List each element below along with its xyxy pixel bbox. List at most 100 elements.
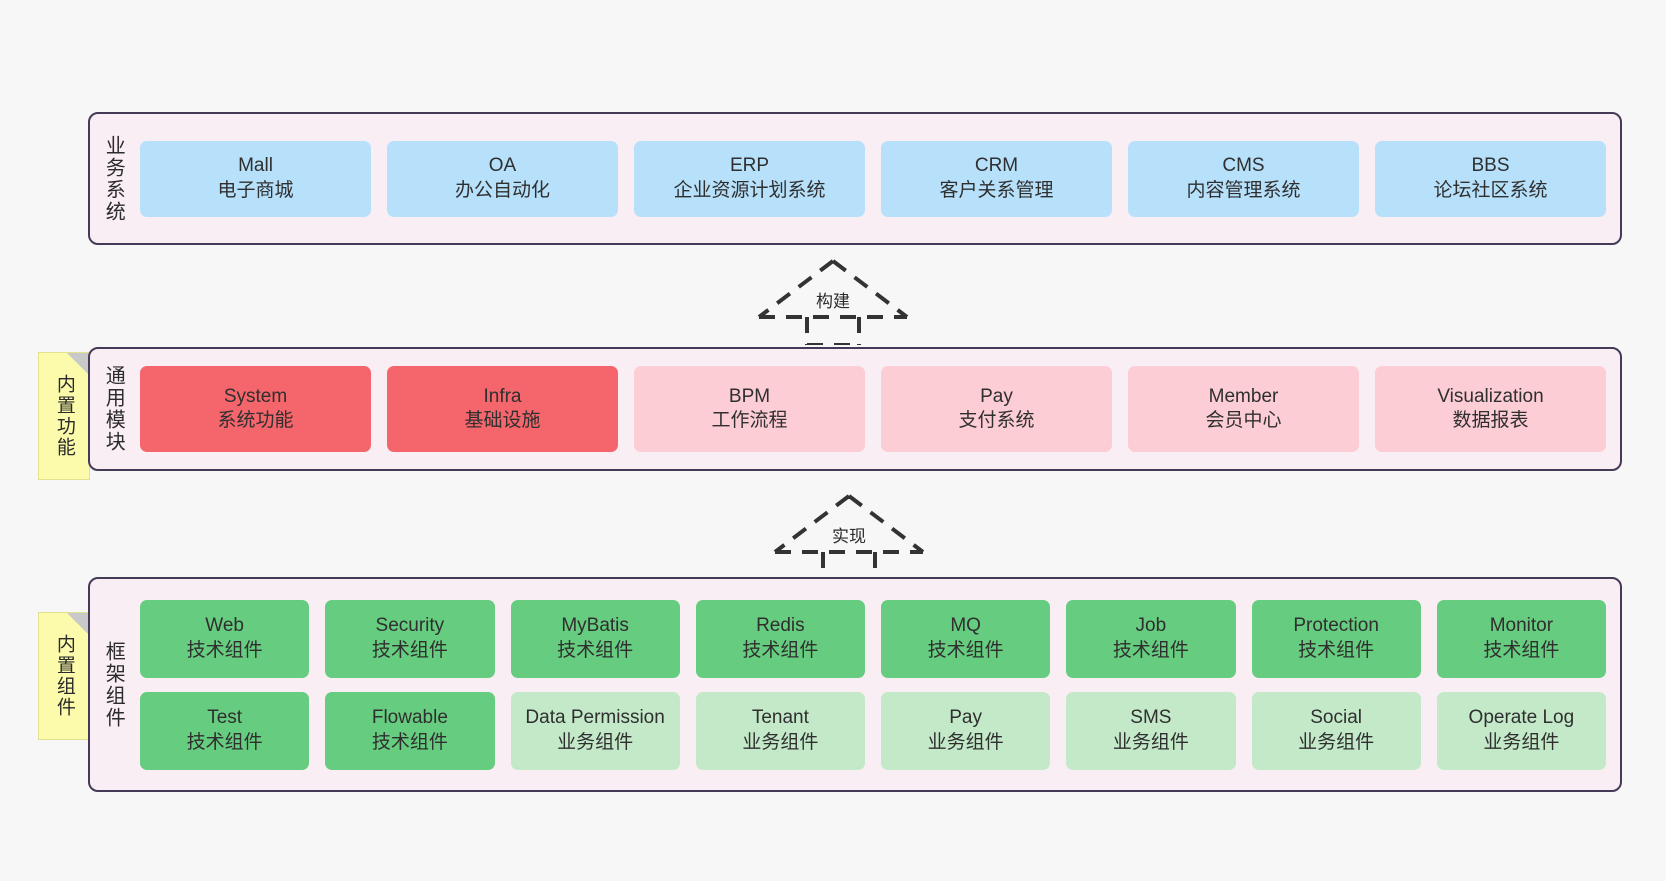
cell-desc: 技术组件 <box>371 639 448 661</box>
cell-name: BPM <box>728 385 771 407</box>
cell-name: System <box>223 385 288 407</box>
cell-desc: 技术组件 <box>1483 639 1560 661</box>
cell-desc: 业务组件 <box>1112 731 1189 753</box>
cell-desc: 业务组件 <box>1483 731 1560 753</box>
cell-desc: 技术组件 <box>186 639 263 661</box>
cell-desc: 技术组件 <box>557 639 634 661</box>
connector-build: 构建 <box>752 255 914 347</box>
cell-name: OA <box>488 155 517 177</box>
module-box-system[interactable]: System 系统功能 <box>140 366 371 452</box>
cell-desc: 办公自动化 <box>454 179 550 201</box>
cell-name: MyBatis <box>561 615 629 637</box>
cell-name: Tenant <box>751 707 809 729</box>
layer-common-modules-label: 通用模块 <box>102 365 125 453</box>
note-builtin-function: 内置功能 <box>38 352 90 480</box>
cell-name: Social <box>1310 707 1362 729</box>
cell-desc: 技术组件 <box>1112 639 1189 661</box>
cell-desc: 技术组件 <box>1298 639 1375 661</box>
layer-business-system-label: 业务系统 <box>102 134 125 223</box>
layer-framework-components-label: 框架组件 <box>102 640 125 729</box>
cell-name: Pay <box>949 707 982 729</box>
cell-name: SMS <box>1130 707 1172 729</box>
cell-desc: 技术组件 <box>186 731 263 753</box>
cell-name: Monitor <box>1489 615 1554 637</box>
cell-desc: 工作流程 <box>711 410 788 431</box>
note-builtin-function-label: 内置功能 <box>53 374 75 458</box>
connector-build-label: 构建 <box>814 287 852 312</box>
cell-name: Pay <box>980 385 1013 407</box>
cell-name: Test <box>207 707 243 729</box>
modules-row: System 系统功能 Infra 基础设施 BPM 工作流程 Pay 支付系统 Member 会… <box>140 366 1606 452</box>
cell-name: Redis <box>756 615 805 637</box>
cell-name: Operate Log <box>1468 707 1575 729</box>
cell-desc: 数据报表 <box>1452 410 1529 431</box>
cell-desc: 技术组件 <box>927 639 1004 661</box>
cell-name: Mall <box>238 155 273 177</box>
cell-desc: 业务组件 <box>557 731 634 753</box>
cell-desc: 业务组件 <box>742 731 819 753</box>
note-builtin-component: 内置组件 <box>38 612 90 740</box>
cell-desc: 支付系统 <box>958 410 1035 431</box>
connector-implement-label: 实现 <box>830 522 868 547</box>
cell-desc: 技术组件 <box>371 731 448 753</box>
cell-desc: 企业资源计划系统 <box>673 179 826 201</box>
module-box-pay[interactable]: Pay 支付系统 <box>881 366 1112 452</box>
module-box-infra[interactable]: Infra 基础设施 <box>387 366 618 452</box>
cell-name: Security <box>375 615 445 637</box>
cell-name: Member <box>1208 385 1279 407</box>
cell-desc: 基础设施 <box>464 410 541 431</box>
cell-name: BBS <box>1471 155 1510 177</box>
cell-desc: 会员中心 <box>1205 410 1282 431</box>
cell-desc: 技术组件 <box>742 639 819 661</box>
cell-name: Flowable <box>371 707 448 729</box>
module-box-bpm[interactable]: BPM 工作流程 <box>634 366 865 452</box>
cell-desc: 业务组件 <box>927 731 1004 753</box>
cell-name: CMS <box>1222 155 1265 177</box>
cell-desc: 业务组件 <box>1298 731 1375 753</box>
cell-name: Web <box>205 615 244 637</box>
note-builtin-component-label: 内置组件 <box>53 634 75 718</box>
connector-implement: 实现 <box>768 490 930 582</box>
cell-name: Infra <box>483 385 522 407</box>
layer-common-modules: 通用模块 System 系统功能 Infra 基础设施 BPM 工作流程 Pay 支付系统 Me… <box>88 347 1622 471</box>
module-box-member[interactable]: Member 会员中心 <box>1128 366 1359 452</box>
cell-name: MQ <box>950 615 981 637</box>
cell-desc: 论坛社区系统 <box>1433 179 1548 201</box>
cell-name: ERP <box>729 155 770 177</box>
cell-desc: 电子商城 <box>217 179 294 201</box>
cell-desc: 内容管理系统 <box>1186 179 1301 201</box>
cell-desc: 系统功能 <box>217 410 294 431</box>
cell-desc: 客户关系管理 <box>939 179 1054 201</box>
cell-name: CRM <box>974 155 1019 177</box>
